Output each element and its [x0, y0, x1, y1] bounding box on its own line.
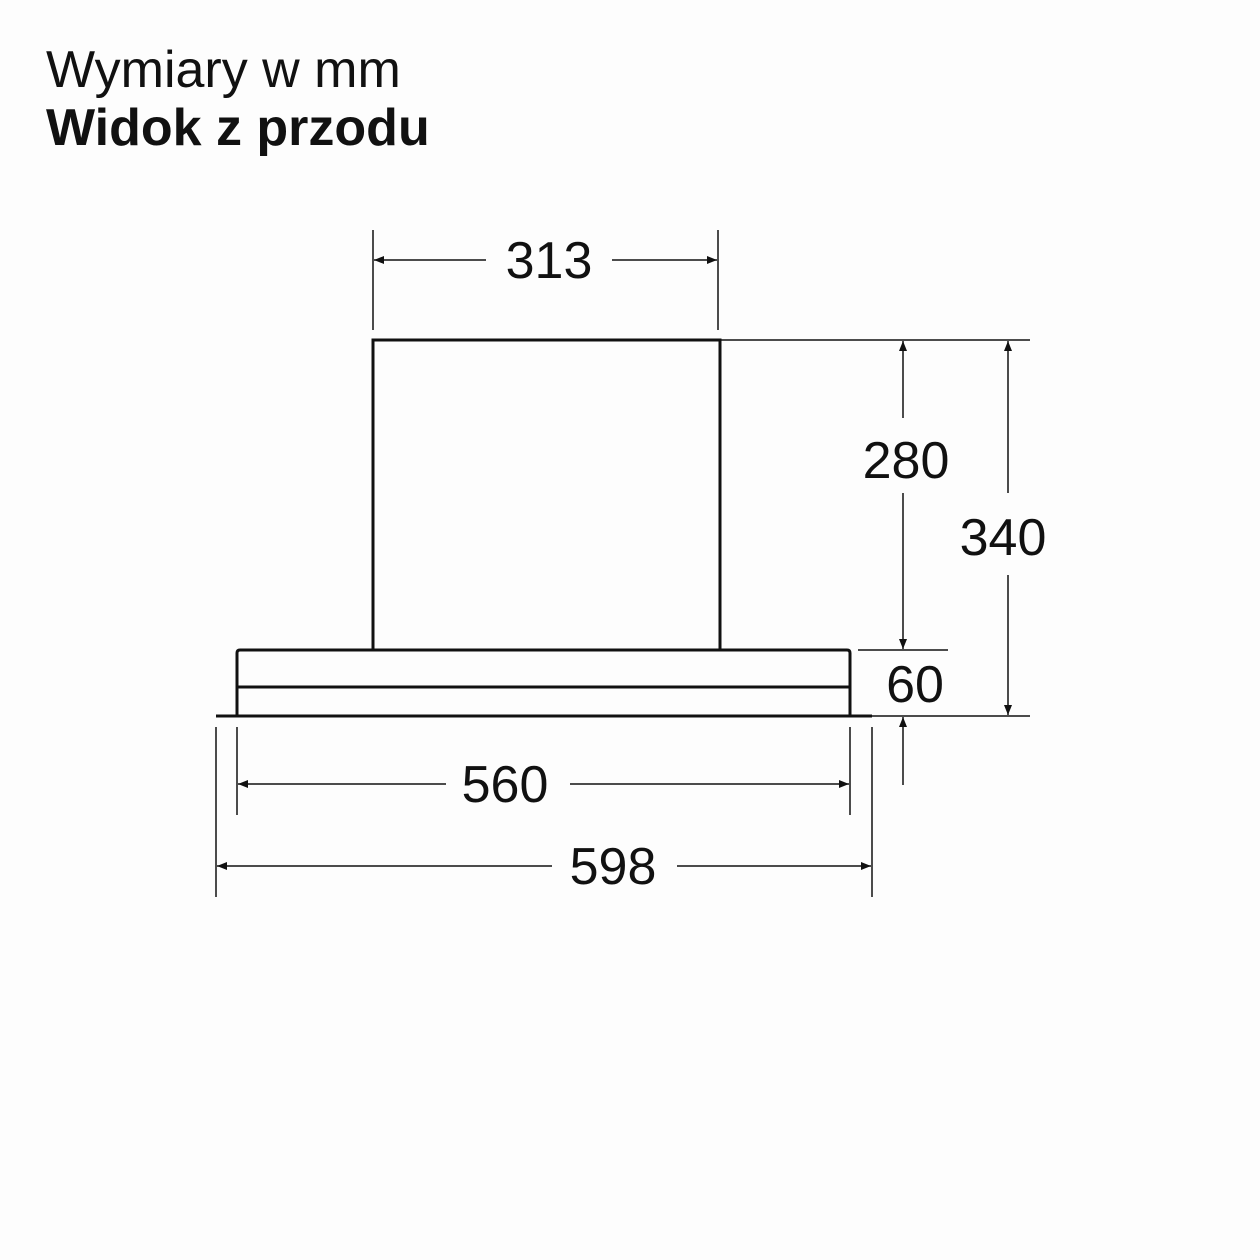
dimension-560-label: 560 [462, 756, 549, 814]
units-title: Wymiary w mm [46, 41, 401, 99]
dimension-60-label: 60 [886, 656, 944, 714]
hood-body-outline [235, 648, 852, 716]
dimension-340-label: 340 [960, 509, 1047, 567]
dimension-598-label: 598 [570, 838, 657, 896]
view-title: Widok z przodu [46, 99, 430, 157]
chimney-outline [371, 338, 722, 652]
dimension-313-label: 313 [506, 232, 593, 290]
dimension-280-label: 280 [863, 432, 950, 490]
